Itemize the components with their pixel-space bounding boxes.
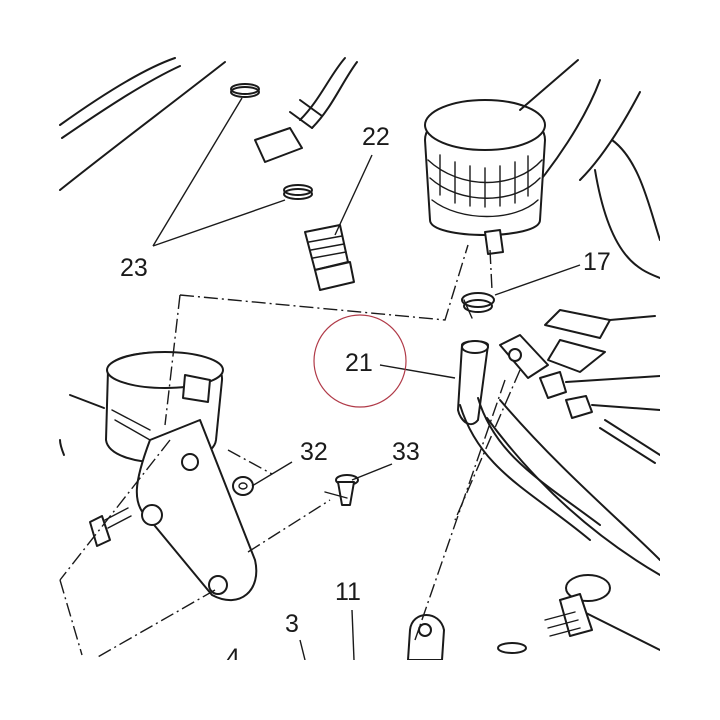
hose-fitting-22: [304, 224, 355, 291]
master-cylinder-nut: [565, 395, 661, 419]
part-label-3: 3: [285, 610, 299, 638]
brake-fluid-reservoir: [424, 59, 579, 255]
assembly-lines: [59, 244, 521, 659]
part-label-11: 11: [335, 578, 361, 606]
part-label-17: 17: [583, 248, 611, 276]
leader-lines: [152, 97, 581, 661]
part-label-32: 32: [300, 438, 328, 466]
hose-clip-23-lower: [283, 184, 313, 200]
brake-hose-upper: [254, 57, 358, 163]
screw-33: [324, 474, 359, 506]
part-label-33: 33: [392, 438, 420, 466]
right-crop: [660, 0, 720, 720]
hose-clamp-17: [461, 292, 495, 319]
mounting-bracket-plate: [135, 419, 258, 601]
washer-32: [232, 476, 254, 496]
frame-tube-upper-left: [59, 57, 226, 191]
bolt-left: [89, 507, 132, 547]
pushrod: [599, 419, 661, 464]
bottom-crop: [0, 660, 720, 720]
pivot-bolt-lower-right: [497, 574, 611, 654]
part-label-22: 22: [362, 123, 390, 151]
highlight-circle: [313, 314, 407, 408]
reservoir-hose-21: [457, 340, 601, 541]
part-label-21: 21: [345, 349, 373, 377]
hose-clip-23-upper: [230, 83, 260, 98]
lower-bracket: [407, 614, 445, 661]
frame-tube-lower-left: [59, 394, 105, 456]
part-label-23: 23: [120, 254, 148, 282]
master-cylinder-bracket: [499, 309, 661, 399]
